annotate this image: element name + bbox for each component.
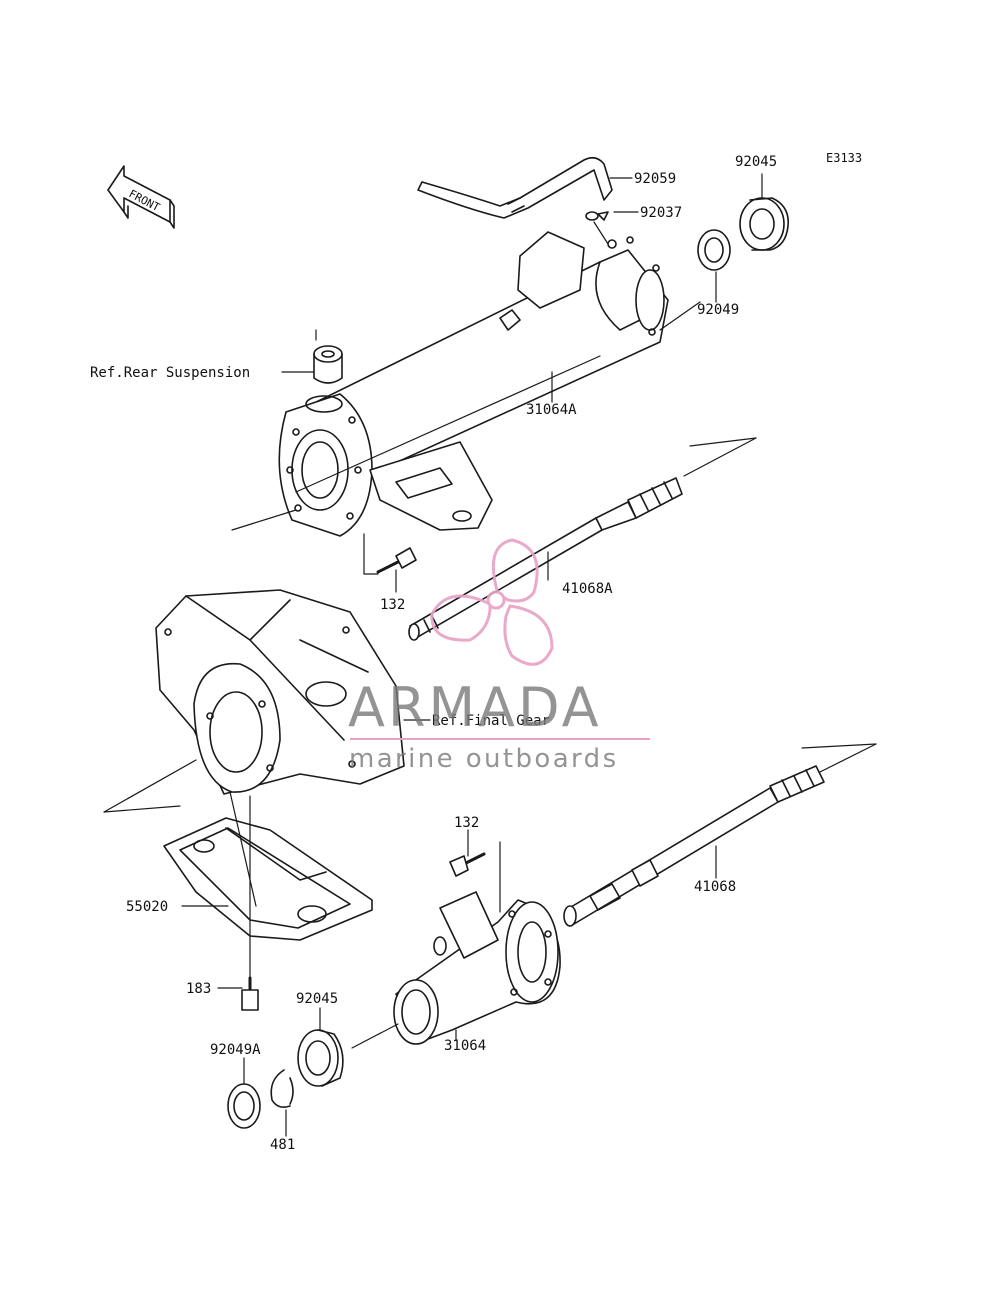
callout-92045-bottom[interactable]: 92045 — [296, 991, 339, 1007]
callout-ref-final-gear[interactable]: Ref.Final Gear — [432, 713, 551, 729]
circlip — [270, 1069, 294, 1108]
upper-axle-housing — [278, 231, 669, 537]
callout-31064A[interactable]: 31064A — [526, 402, 577, 418]
skid-plate — [163, 817, 373, 941]
lower-axle-housing — [393, 891, 561, 1045]
callout-132-bottom[interactable]: 132 — [454, 815, 480, 831]
callout-132-top[interactable]: 132 — [380, 597, 406, 613]
breather-hose — [417, 156, 613, 219]
callout-92045-top[interactable]: 92045 — [735, 154, 778, 170]
drive-shaft-long — [563, 765, 825, 927]
hose-clamp — [585, 211, 609, 221]
callout-ref-rear-suspension[interactable]: Ref.Rear Suspension — [90, 365, 251, 381]
final-gear-case — [155, 589, 405, 795]
callout-92059[interactable]: 92059 — [634, 171, 677, 187]
propeller-icon — [430, 538, 554, 666]
watermark-underline — [350, 738, 650, 740]
bolt-183 — [241, 976, 259, 1011]
diagram-code: E3133 — [826, 151, 863, 165]
bearing-top — [739, 197, 789, 251]
suspension-bushing — [313, 345, 343, 384]
oil-seal-bottom — [227, 1083, 261, 1129]
bolt-top — [376, 547, 417, 574]
drive-shaft-short — [408, 477, 683, 641]
callout-481[interactable]: 481 — [270, 1137, 296, 1153]
callout-41068A[interactable]: 41068A — [562, 581, 613, 597]
callout-31064[interactable]: 31064 — [444, 1038, 487, 1054]
bearing-bottom — [297, 1029, 344, 1087]
leader-lines — [181, 173, 763, 1137]
watermark-title: ARMADA — [348, 676, 602, 739]
callout-183[interactable]: 183 — [186, 981, 212, 997]
callout-92049[interactable]: 92049 — [697, 302, 740, 318]
bolt-bottom — [449, 852, 486, 877]
callout-92037[interactable]: 92037 — [640, 205, 683, 221]
front-arrow-icon — [107, 165, 175, 229]
callout-55020[interactable]: 55020 — [126, 899, 169, 915]
callout-92049A[interactable]: 92049A — [210, 1042, 261, 1058]
oil-seal-top — [697, 229, 731, 271]
center-lines — [103, 221, 877, 1049]
watermark-subtitle: marine outboards — [349, 744, 619, 774]
callout-41068[interactable]: 41068 — [694, 879, 737, 895]
